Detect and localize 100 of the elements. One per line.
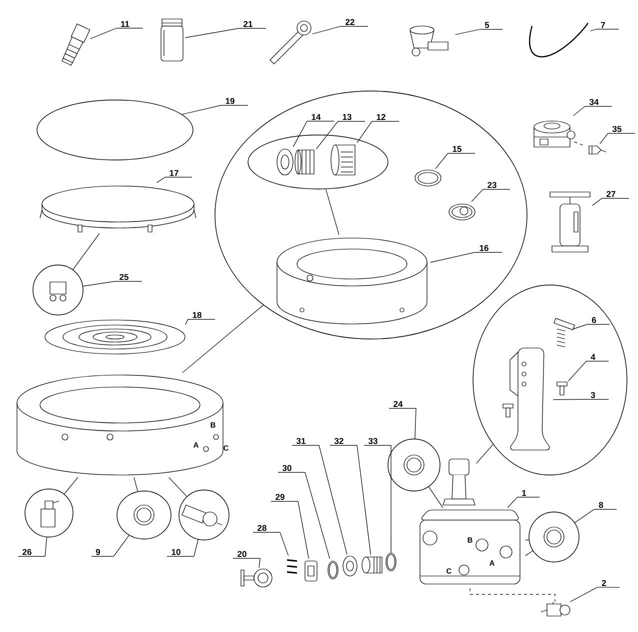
leader-line [44, 536, 48, 557]
callout-number: 5 [480, 22, 503, 30]
leader-line [570, 586, 598, 602]
connector-line [326, 188, 340, 235]
callout-number: 14 [306, 114, 334, 122]
callout-number: 7 [596, 22, 619, 30]
callout-number: 15 [448, 146, 476, 154]
leader-line [507, 496, 518, 508]
nut-drawing [342, 556, 358, 576]
callout-number: 31 [292, 438, 320, 446]
callout-number: 21 [238, 21, 266, 29]
nozzle-drawing [588, 146, 606, 154]
connector-line [182, 304, 264, 373]
hose-drawing [529, 22, 588, 58]
leader-line [318, 445, 348, 555]
leader-line [156, 176, 166, 183]
hose-connector-drawing [62, 24, 90, 66]
callout-number: 33 [364, 438, 392, 446]
connector-line [72, 233, 100, 270]
callout-number: 18 [188, 312, 216, 320]
callout-number: 26 [18, 549, 46, 557]
leader-line [455, 28, 481, 35]
leader-line [90, 28, 116, 40]
leader-line [471, 189, 484, 202]
connector-line [168, 477, 187, 497]
connector-line [476, 444, 494, 464]
disc-drawing [414, 170, 442, 186]
callout-number: 22 [340, 19, 368, 27]
callout-number: 24 [388, 401, 416, 409]
spa-cover-drawing [40, 186, 196, 232]
callout-number: 6 [587, 317, 610, 325]
leader-line [113, 535, 130, 557]
callout-number: 20 [232, 551, 260, 559]
callout-number: 23 [482, 182, 510, 190]
hand-pump-drawing [550, 192, 590, 252]
leader-line [185, 28, 240, 38]
dashed-line [470, 588, 556, 602]
detail-circle [24, 488, 74, 538]
callout-number: 11 [116, 21, 144, 29]
callout-number: 4 [586, 354, 609, 362]
dashed-line [574, 142, 583, 146]
leader-line [312, 26, 342, 34]
leader-line [292, 120, 308, 147]
callout-number: 12 [372, 114, 400, 122]
leader-line [185, 319, 188, 325]
leader-line [194, 539, 198, 557]
filter-housing-drawing [330, 144, 356, 176]
screws-drawing [286, 559, 298, 574]
leader-line [553, 399, 587, 400]
leader-line [356, 445, 372, 555]
leader-line [590, 28, 597, 32]
callout-number: 1 [517, 490, 540, 498]
leader-line [592, 198, 602, 206]
handle-column-drawing [510, 348, 550, 450]
o-ring-drawing [328, 560, 338, 580]
leader-line [435, 152, 448, 169]
callout-number: 25 [114, 274, 142, 282]
callout-number: 8 [594, 502, 617, 510]
callout-number: 19 [220, 98, 248, 106]
leader-line [414, 408, 416, 439]
leader-line [573, 106, 586, 116]
callout-number: 13 [338, 114, 366, 122]
callout-number: 2 [597, 580, 620, 588]
leader-line [182, 105, 222, 115]
handle-drawing [442, 458, 476, 506]
leader-line [600, 133, 608, 144]
filter-cartridge-drawing [294, 150, 314, 174]
callout-number: 9 [91, 549, 114, 557]
screw-drawing [556, 382, 568, 396]
callout-number: 17 [164, 170, 192, 178]
callout-number: 32 [330, 438, 358, 446]
leader-line [304, 472, 330, 559]
connector-line [64, 477, 78, 494]
leader-line [82, 281, 116, 286]
connector-line [428, 486, 444, 508]
leader-line [430, 252, 476, 263]
cap-drawing [448, 204, 476, 220]
heater-fitting-drawing [410, 26, 448, 56]
connector-line [134, 477, 138, 492]
callout-number: 34 [584, 99, 612, 107]
detail-circle [116, 490, 172, 540]
spa-ring-drawing [276, 238, 428, 324]
leader-line [390, 445, 392, 553]
air-pump-drawing [534, 120, 576, 148]
leader-line [298, 501, 310, 559]
detail-circle [388, 438, 440, 492]
pump-unit-drawing [420, 510, 520, 584]
callout-number: 28 [252, 525, 280, 533]
leader-line [568, 360, 587, 382]
leader-line [258, 558, 260, 568]
callout-number: 16 [474, 245, 502, 253]
connector-line [525, 550, 534, 556]
callout-number: 10 [166, 549, 194, 557]
sleeve-drawing [362, 556, 382, 574]
valve-drawing [540, 602, 570, 616]
floor-mat-drawing [44, 320, 186, 354]
plate-drawing [304, 560, 318, 582]
detail-circle [178, 490, 230, 540]
callout-number: 3 [586, 392, 609, 400]
knob-drawing [240, 568, 272, 588]
